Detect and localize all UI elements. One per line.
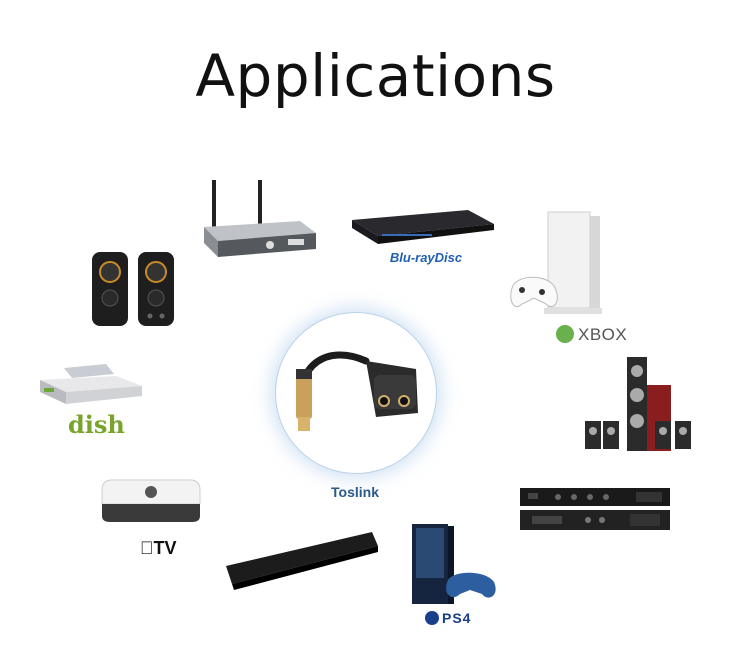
apple-tv-logo: TV xyxy=(140,538,177,559)
ps4-logo: PS4 xyxy=(425,610,471,626)
home-theater-speakers-icon xyxy=(585,357,691,451)
apple-tv-device-icon xyxy=(101,479,201,522)
xbox-console-icon xyxy=(510,211,602,314)
av-receiver-icon xyxy=(520,488,670,530)
soundbar-icon xyxy=(226,532,378,590)
apple-icon:  xyxy=(140,538,154,558)
dish-logo: dish xyxy=(68,410,125,439)
apple-tv-label: TV xyxy=(140,538,177,558)
toslink-label: Toslink xyxy=(331,484,379,500)
xbox-sphere-icon xyxy=(556,325,574,343)
xbox-logo: XBOX xyxy=(556,325,627,345)
toslink-circle xyxy=(275,312,437,474)
page-title: Applications xyxy=(195,42,556,110)
bluray-player-icon xyxy=(352,210,494,244)
playstation-icon xyxy=(425,611,439,625)
toslink-splitter-icon xyxy=(296,351,418,431)
ps4-label: PS4 xyxy=(442,610,472,626)
router-dac-icon xyxy=(204,180,316,257)
xbox-label: XBOX xyxy=(578,325,628,344)
dish-receiver-icon xyxy=(40,364,142,404)
ps4-console-icon xyxy=(412,524,496,604)
computer-speakers-icon xyxy=(92,252,174,326)
bluray-logo: Blu-rayDisc xyxy=(389,250,463,265)
